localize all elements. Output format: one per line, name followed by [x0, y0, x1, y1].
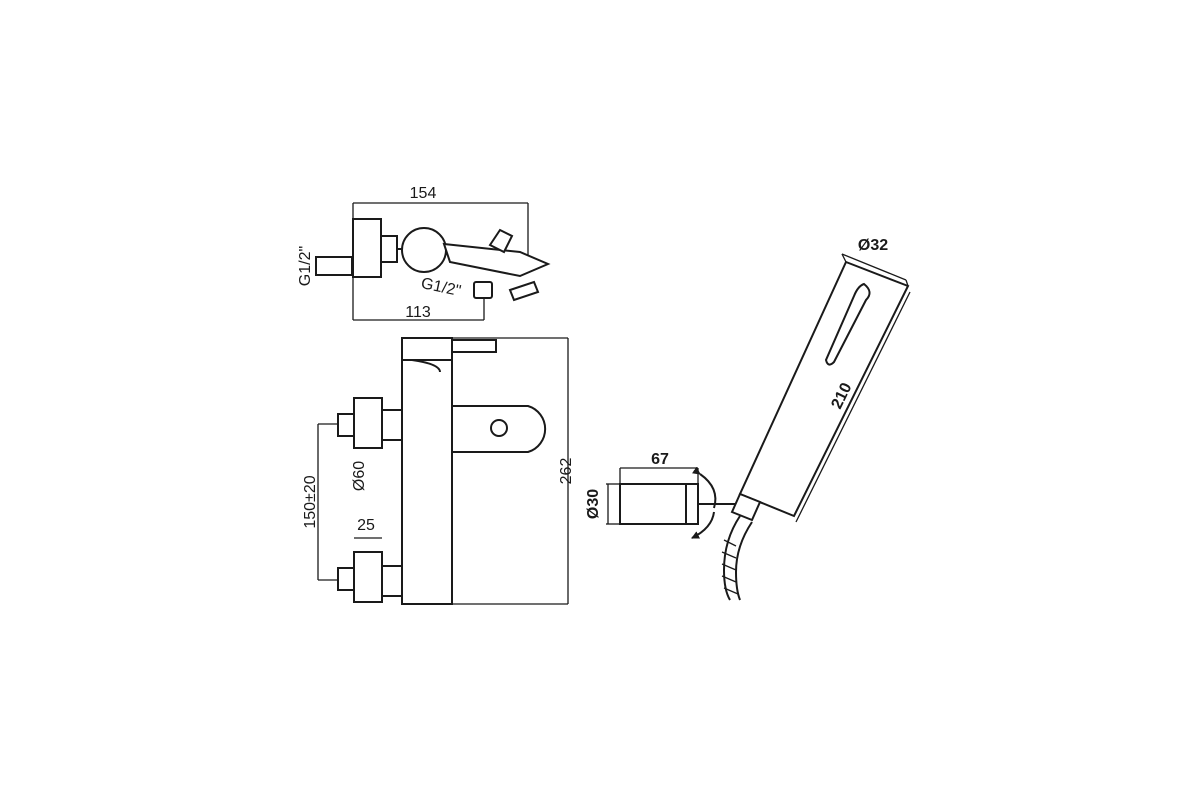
holder-length-label: 67 — [651, 451, 669, 468]
holder-diameter-label: Ø30 — [585, 489, 602, 519]
upper-nut — [381, 409, 403, 441]
upper-inlet-pipe — [337, 413, 355, 437]
top-view: 154 113 G1/2" G1/2" — [297, 185, 551, 321]
handshower-diam-ext-left — [841, 253, 847, 263]
spout-aerator — [490, 419, 508, 437]
rotate-arrow-down — [691, 511, 715, 539]
upper-escutcheon — [353, 397, 383, 449]
top-escutcheon — [352, 218, 382, 278]
top-spout — [442, 242, 551, 278]
inlet-pipe — [315, 256, 353, 276]
escutcheon-depth-label: 25 — [357, 517, 375, 534]
hose-ribs — [721, 539, 739, 595]
outlet-thread-label: G1/2" — [419, 275, 462, 300]
top-depth-label: 113 — [405, 304, 431, 321]
rotate-arrow-up — [691, 466, 717, 509]
escutcheon-diameter-label: Ø60 — [351, 461, 368, 491]
top-mixer-body — [401, 227, 447, 273]
handshower-body — [738, 260, 910, 518]
height-label: 262 — [558, 458, 575, 485]
inlet-thread-label: G1/2" — [297, 246, 314, 286]
handshower-length-dim — [795, 291, 911, 523]
cap-shoulder — [411, 359, 441, 373]
lower-nut — [381, 565, 403, 597]
handshower-diameter-label: Ø32 — [858, 237, 888, 254]
top-outlet — [473, 281, 493, 299]
holder-body — [619, 483, 697, 525]
handshower-view: 210 Ø32 — [721, 237, 911, 601]
front-view: 262 150±20 Ø60 25 — [302, 337, 575, 605]
mixer-body — [401, 359, 453, 605]
top-width-label: 154 — [410, 185, 437, 202]
lower-escutcheon — [353, 551, 383, 603]
spacing-label: 150±20 — [302, 475, 319, 528]
holder-ring — [685, 483, 699, 525]
handshower-diam-ext-right — [905, 279, 909, 287]
top-lever — [488, 228, 514, 254]
handshower-face — [824, 282, 871, 366]
hose-right — [734, 521, 753, 601]
handshower-connector — [730, 492, 762, 522]
top-nut — [380, 235, 398, 263]
top-diverter — [508, 280, 540, 302]
hose-left — [722, 515, 741, 601]
mixer-lever — [451, 339, 497, 353]
holder-view: 67 Ø30 — [585, 451, 740, 539]
lower-inlet-pipe — [337, 567, 355, 591]
handshower-diam-dim — [841, 253, 907, 281]
mixer-cap — [401, 337, 453, 361]
